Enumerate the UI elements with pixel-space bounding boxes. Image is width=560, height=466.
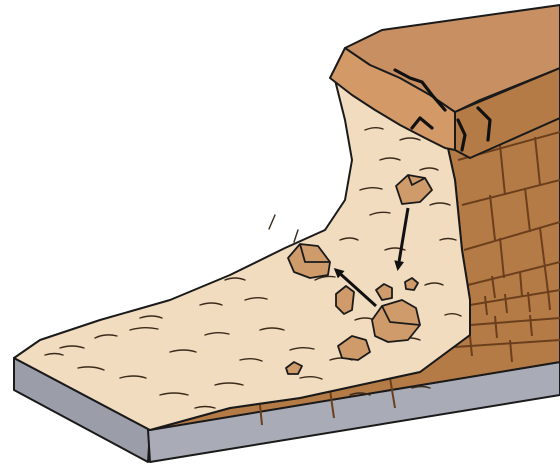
diagram-canvas [0, 0, 560, 466]
rockfall-diagram [0, 0, 560, 466]
